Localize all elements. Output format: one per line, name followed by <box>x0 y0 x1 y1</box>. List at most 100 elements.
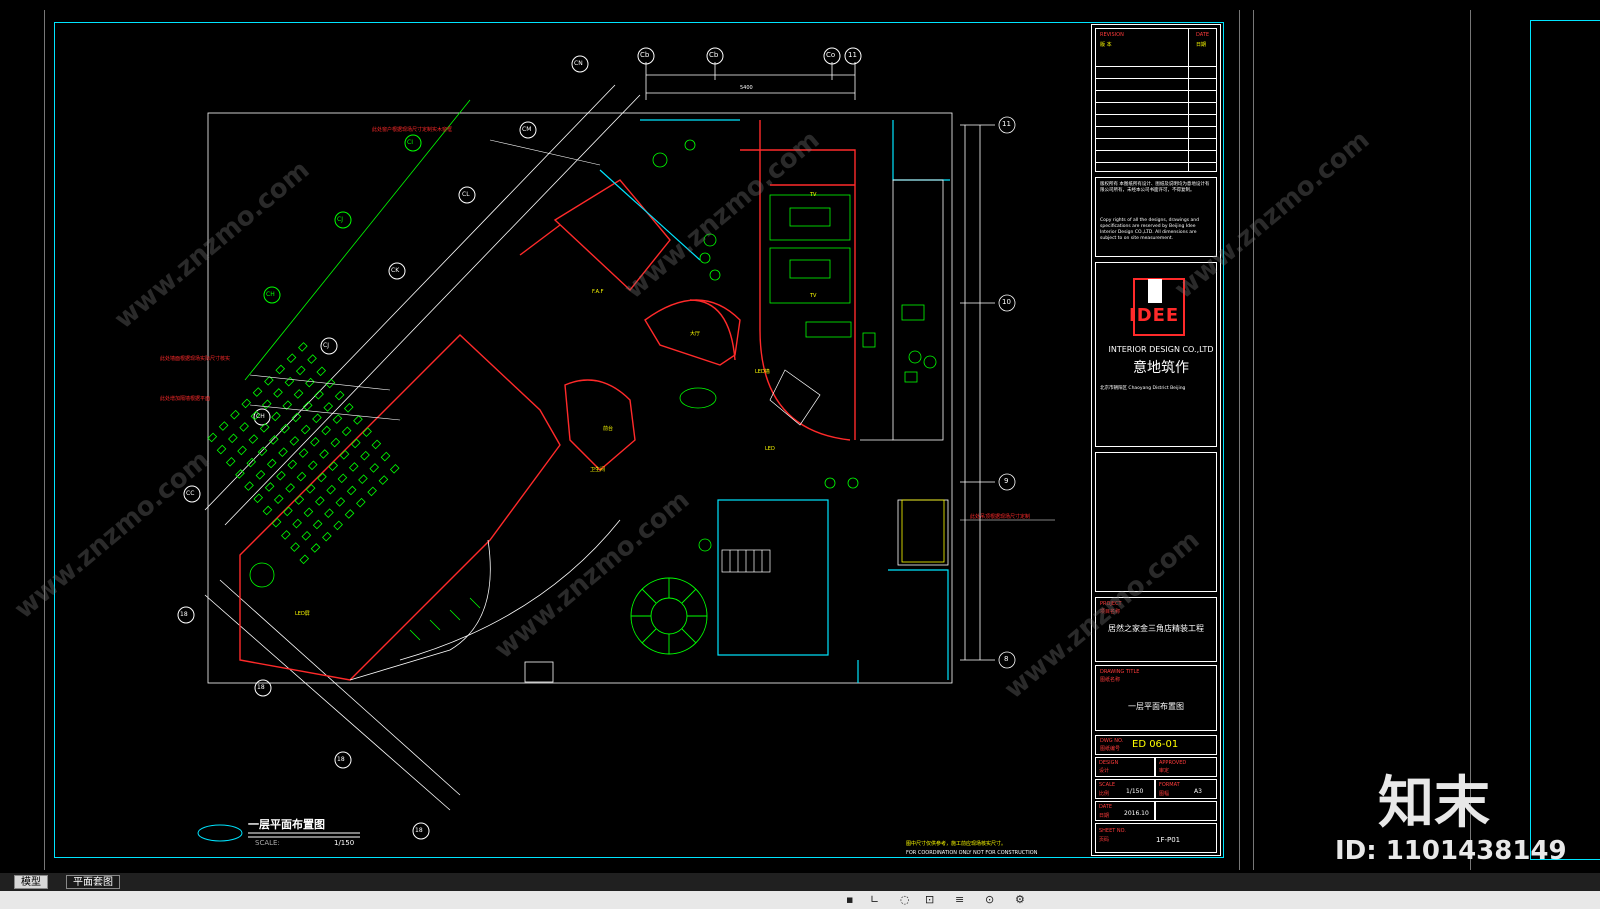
auditorium-seat <box>344 509 355 519</box>
auditorium-seat <box>334 390 345 401</box>
auditorium-seat <box>325 378 336 389</box>
auditorium-seat <box>330 437 341 448</box>
sheet-no-sub: 页码 <box>1099 837 1110 843</box>
auditorium-seat <box>305 377 315 388</box>
date2-value: 2016.10 <box>1124 810 1149 817</box>
auditorium-seat <box>257 446 268 457</box>
blank-small-cell <box>1155 801 1217 821</box>
layout-tab-bar: 模型 平面套图 <box>0 873 1600 891</box>
approved-cell: APPROVED 审定 <box>1155 757 1217 777</box>
auditorium-seat <box>351 438 361 449</box>
auditorium-seat <box>367 486 377 497</box>
logo-text: IDEE <box>1129 305 1180 326</box>
leader-lines <box>249 139 1055 521</box>
auditorium-seat <box>300 424 311 435</box>
grid-label-18-d: 18 <box>415 827 423 834</box>
auditorium-seat <box>290 542 300 552</box>
plan-scale-label: SCALE: <box>255 839 280 847</box>
auditorium-seat <box>339 449 350 460</box>
copyright-cn: 版权所有 本图纸所有设计、图纸及说明均为意地设计有限公司所有，未经本公司书面许可… <box>1100 182 1210 193</box>
annotation-icon[interactable]: ⊙ <box>985 893 995 906</box>
room-label-led: LED <box>765 446 775 452</box>
auditorium-seat <box>286 353 297 364</box>
snap-icon[interactable]: ▪ <box>846 893 854 906</box>
auditorium-seat <box>341 426 352 437</box>
object-snap-icon[interactable]: ⊡ <box>925 893 935 906</box>
grid-label-top-3: Co <box>826 51 836 59</box>
auditorium-seat <box>303 507 314 518</box>
floor-plan-drawing[interactable] <box>0 0 1090 850</box>
auditorium-seat <box>235 469 245 479</box>
auditorium-seat <box>322 531 332 542</box>
auditorium-seat <box>225 456 236 467</box>
building-walls <box>239 120 856 681</box>
scale-cell: SCALE 比例 1/150 <box>1095 779 1155 799</box>
auditorium-seat <box>328 461 339 472</box>
cad-model-space[interactable]: 此处窗户根据现场尺寸定制实木窗框 此处墙面根据现场实际尺寸核实 此处增加隔墙根据… <box>0 0 1600 890</box>
grid-label-ch-green: CH <box>266 291 275 298</box>
auditorium-seat <box>321 425 331 436</box>
scale-label: SCALE <box>1099 782 1116 788</box>
grid-label-cm: CM <box>522 126 532 133</box>
scale-sub: 比例 <box>1099 791 1110 797</box>
adjacent-sheet-frame <box>1253 10 1254 870</box>
format-cell: FORMAT 图幅 A3 <box>1155 779 1217 799</box>
auditorium-seat <box>302 401 313 411</box>
tab-model[interactable]: 模型 <box>14 875 48 889</box>
auditorium-seat <box>253 493 264 504</box>
date-sub: 日期 <box>1196 42 1207 48</box>
auditorium-seat <box>369 463 380 473</box>
auditorium-seat <box>319 449 329 459</box>
room-label-led-screen: LED屏 <box>295 611 310 617</box>
structure-lines <box>599 119 950 683</box>
auditorium-seat <box>291 412 302 423</box>
auditorium-seat <box>353 415 363 425</box>
room-label-restroom: 卫生间 <box>590 467 606 473</box>
date-cell: DATE 日期 2016.10 <box>1095 801 1155 821</box>
copyright-cell: 版权所有 本图纸所有设计、图纸及说明均为意地设计有限公司所有，未经本公司书面许可… <box>1095 177 1217 257</box>
diagonal-grid-bubbles <box>177 55 589 840</box>
green-grid-bubbles <box>263 134 422 304</box>
date2-label: DATE <box>1099 804 1113 810</box>
title-block: REVISION 版 本 DATE 日期 版权所有 本图纸所有设计、图纸及说明均… <box>1091 24 1221 856</box>
grid-bubble-top <box>637 47 862 65</box>
auditorium-seat <box>305 483 316 494</box>
auditorium-seat <box>281 530 291 540</box>
plan-viewport <box>207 112 953 684</box>
grid-label-top-4: 11 <box>848 51 857 59</box>
grid-label-right-1: 11 <box>1002 120 1011 128</box>
grid-label-top-1: Cb <box>640 51 650 59</box>
drawing-title-label: DRAWING TITLE <box>1100 669 1140 675</box>
auditorium-seat <box>307 354 317 364</box>
format-value: A3 <box>1194 788 1202 795</box>
auditorium-seat <box>301 530 312 541</box>
revision-divider <box>1188 29 1189 171</box>
auditorium-seat <box>358 474 368 485</box>
auditorium-seat <box>371 439 382 450</box>
lineweight-icon[interactable]: ≡ <box>955 893 965 906</box>
auditorium-seat <box>314 389 324 400</box>
auditorium-seat <box>275 364 286 375</box>
auditorium-seat <box>295 365 306 376</box>
auditorium-seat <box>218 421 229 431</box>
project-sub: 项目名称 <box>1100 609 1121 615</box>
polar-icon[interactable]: ◌ <box>900 893 910 906</box>
auditorium-seating <box>207 342 400 565</box>
auditorium-seat <box>360 450 370 461</box>
grid-label-right-2: 10 <box>1002 298 1011 306</box>
spiral-staircase <box>630 577 708 655</box>
company-cell: IDEE INTERIOR DESIGN CO.,LTD 意地筑作 北京市朝阳区… <box>1095 262 1217 447</box>
auditorium-seat <box>283 506 293 517</box>
format-label: FORMAT <box>1159 782 1180 788</box>
workspace-icon[interactable]: ⚙ <box>1015 893 1025 906</box>
dwg-no-value: ED 06-01 <box>1132 739 1179 750</box>
tab-layout[interactable]: 平面套图 <box>66 875 120 889</box>
red-note-4: 此处吊顶根据现场尺寸定制 <box>970 514 1031 520</box>
ortho-icon[interactable]: ∟ <box>870 893 880 906</box>
dwg-no-label: DWG NO. <box>1100 738 1124 744</box>
red-note-2: 此处墙面根据现场实际尺寸核实 <box>160 356 231 362</box>
auditorium-seat <box>378 475 389 485</box>
company-logo <box>1133 278 1185 336</box>
date-label: DATE <box>1196 32 1210 38</box>
auditorium-seat <box>264 375 274 386</box>
